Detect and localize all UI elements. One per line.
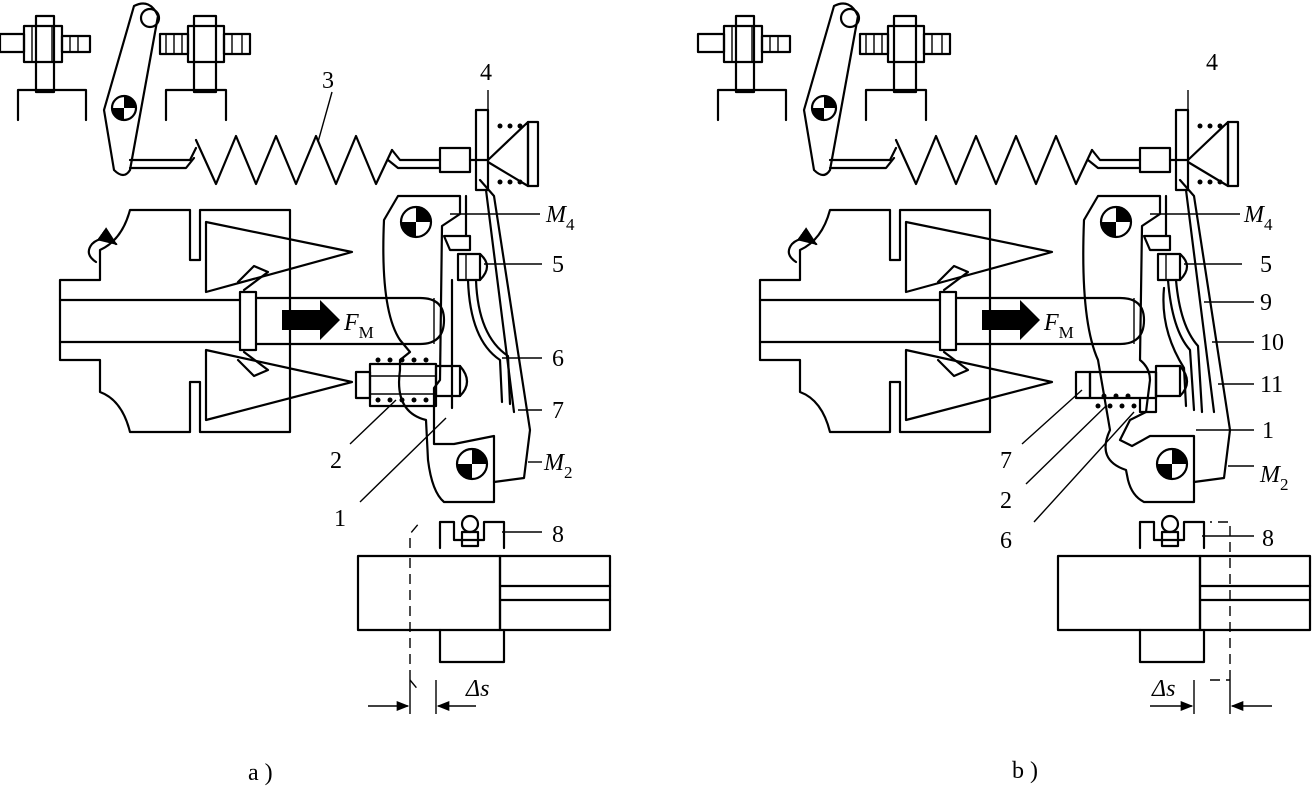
- caption-b: b ): [1012, 758, 1038, 784]
- panel-b: 4 M4 5 9 FM 10 11 1 7 M2 2 8 6 Δs b ): [696, 2, 1312, 784]
- tension-spring: [128, 134, 472, 186]
- label-7: 7: [552, 398, 564, 424]
- label-2-b: 2: [1000, 488, 1012, 514]
- bolt-bracket-right: [158, 14, 252, 122]
- label-4-b: 4: [1206, 50, 1218, 76]
- tension-spring-b: [828, 134, 1172, 186]
- plate-4-b: [1168, 108, 1240, 192]
- label-5-b: 5: [1260, 252, 1272, 278]
- clutch-assembly: [58, 208, 446, 434]
- pivot-frame: [354, 178, 532, 504]
- label-8: 8: [552, 522, 564, 548]
- label-3: 3: [322, 68, 334, 94]
- label-9-b: 9: [1260, 290, 1272, 316]
- bolt-bracket-right-b: [858, 14, 952, 122]
- leader-lines-a: [317, 90, 542, 533]
- label-delta-s-b: Δs: [1151, 676, 1175, 702]
- label-1: 1: [334, 506, 346, 532]
- leader-lines-b: [1021, 90, 1254, 537]
- label-m2-b: M2: [1259, 462, 1289, 494]
- label-1-b: 1: [1262, 418, 1274, 444]
- lever-b: [802, 2, 861, 177]
- label-force-fm: FM: [343, 310, 374, 342]
- lever: [102, 2, 161, 177]
- plate-4: [468, 108, 540, 192]
- label-delta-s: Δs: [465, 676, 489, 702]
- panel-a: 3 4 M4 5 FM 6 7 2 M2 1 8 Δs a ): [0, 2, 612, 786]
- label-m4: M4: [545, 202, 575, 234]
- slide-piston-b: [1056, 514, 1312, 714]
- slide-piston: [356, 514, 612, 714]
- label-8-b: 8: [1262, 526, 1274, 552]
- bolt-bracket-left: [0, 14, 92, 122]
- label-2: 2: [330, 448, 342, 474]
- clutch-assembly-b: [758, 208, 1146, 434]
- label-force-fm-b: FM: [1043, 310, 1074, 342]
- label-5: 5: [552, 252, 564, 278]
- label-10-b: 10: [1260, 330, 1284, 356]
- label-4: 4: [480, 60, 492, 86]
- label-m4-b: M4: [1243, 202, 1273, 234]
- label-11-b: 11: [1260, 372, 1283, 398]
- bolt-bracket-left-b: [696, 14, 792, 122]
- label-m2: M2: [543, 450, 573, 482]
- label-6: 6: [552, 346, 564, 372]
- pivot-frame-b: [1074, 178, 1232, 504]
- label-6-b: 6: [1000, 528, 1012, 554]
- caption-a: a ): [248, 760, 273, 786]
- label-7-b: 7: [1000, 448, 1012, 474]
